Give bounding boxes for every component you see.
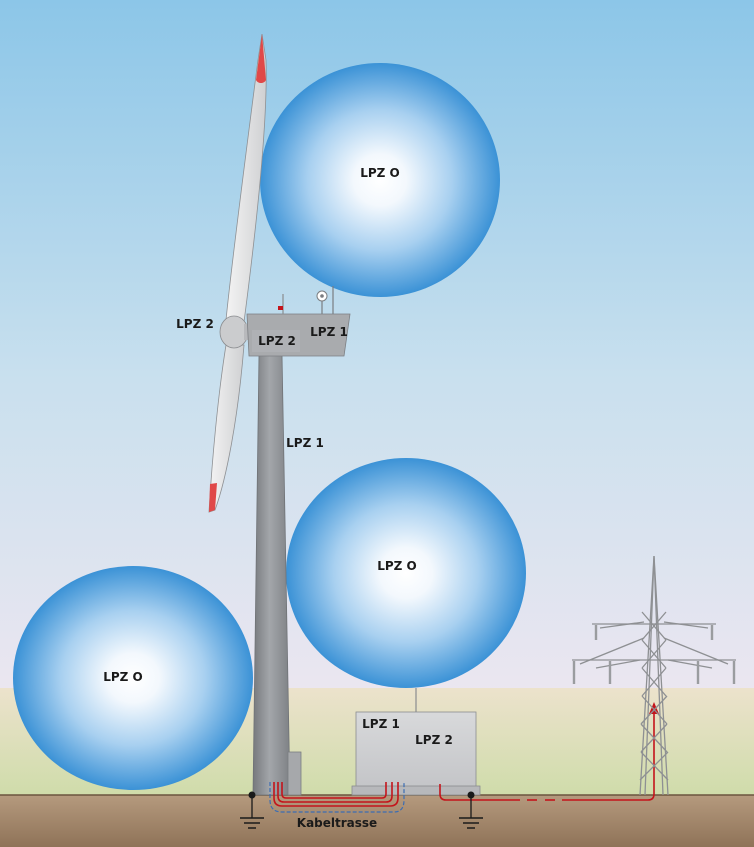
label-nacelle-zone: LPZ 1 (310, 325, 348, 339)
rotor-blade-down (208, 344, 245, 513)
label-station-zone: LPZ 1 (362, 717, 400, 731)
cable-route (269, 782, 405, 813)
station-base (351, 785, 481, 796)
grid-feed-cable (439, 702, 659, 801)
label-nacelle-inner-zone: LPZ 2 (258, 334, 296, 348)
rotor-blade-up (225, 33, 267, 323)
rolling-sphere-top (260, 63, 500, 297)
ground (0, 795, 754, 847)
label-station-inner-zone: LPZ 2 (415, 733, 453, 747)
nacelle-inner-zone (252, 330, 300, 352)
ground-symbol-icon (459, 791, 483, 829)
rotor-hub (219, 315, 249, 349)
rolling-sphere-left (13, 566, 253, 790)
label-cable-route: Kabeltrasse (297, 816, 377, 830)
label-hub-zone: LPZ 2 (176, 317, 214, 331)
label-sphere-top: LPZ O (360, 166, 400, 180)
ground-symbol-icon (240, 791, 264, 829)
hub-shaft (244, 324, 250, 340)
transmission-tower-icon (572, 555, 736, 796)
anemometer-icon (316, 286, 334, 314)
tower-door-annex (287, 751, 302, 796)
rolling-sphere-middle (286, 458, 526, 688)
air-terminal-icon (278, 294, 284, 314)
label-tower-zone: LPZ 1 (286, 436, 324, 450)
label-sphere-middle: LPZ O (377, 559, 417, 573)
label-sphere-left: LPZ O (103, 670, 143, 684)
